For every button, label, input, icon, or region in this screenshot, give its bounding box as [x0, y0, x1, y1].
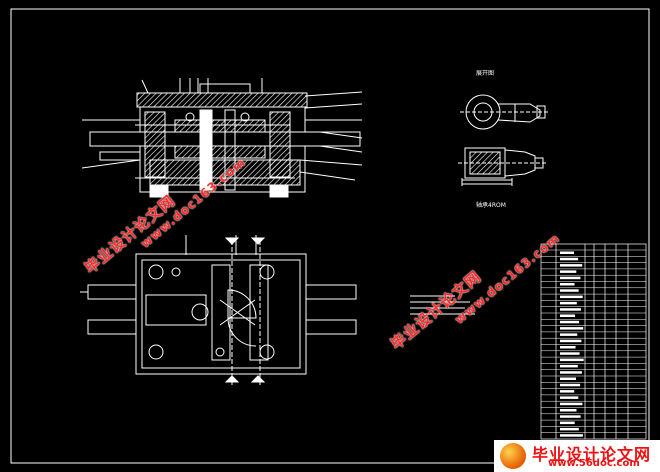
globe-icon [500, 443, 526, 469]
table-cell-text [560, 364, 578, 368]
table-cell-text [560, 270, 577, 273]
table-cell-text [560, 358, 584, 362]
table-cell-text [560, 427, 579, 431]
footer-url: www.56doc.com [548, 458, 640, 469]
table-cell-text [560, 421, 575, 425]
plan-view-bottom [80, 235, 357, 385]
technical-notes [410, 295, 475, 315]
table-cell-text [560, 371, 582, 374]
table-cell-text [560, 257, 579, 261]
section-view-top [81, 78, 363, 198]
table-cell-text [560, 396, 579, 399]
parts-list-table [540, 243, 647, 440]
table-cell-text [560, 301, 577, 305]
parts-list-rows [541, 249, 646, 437]
table-cell-text [560, 333, 578, 336]
view-caption-right: 轴承4ROM [476, 202, 506, 209]
view-title-right: 展开图 [476, 70, 495, 77]
table-cell-text [560, 415, 581, 418]
table-cell-text [560, 314, 575, 317]
table-cell-text [560, 339, 582, 343]
table-cell-text [560, 327, 584, 330]
table-cell-text [560, 308, 581, 311]
drawing-frame [10, 8, 650, 464]
table-cell-text [560, 320, 580, 324]
table-cell-text [560, 264, 583, 267]
table-cell-text [560, 383, 581, 387]
table-cell-text [560, 251, 574, 254]
table-cell-text [560, 409, 577, 412]
rod-view-right [458, 94, 548, 186]
table-cell-text [560, 377, 576, 380]
footer-title: 毕业设计论文网 [532, 445, 652, 464]
table-cell-text [560, 390, 575, 393]
table-cell-text [560, 434, 583, 437]
table-cell-text [560, 346, 576, 349]
table-cell-text [560, 402, 583, 406]
table-cell-text [560, 352, 580, 355]
table-cell-text [560, 295, 583, 299]
table-cell-text [560, 276, 581, 280]
table-cell-text [560, 283, 575, 286]
table-cell-text [560, 289, 579, 292]
